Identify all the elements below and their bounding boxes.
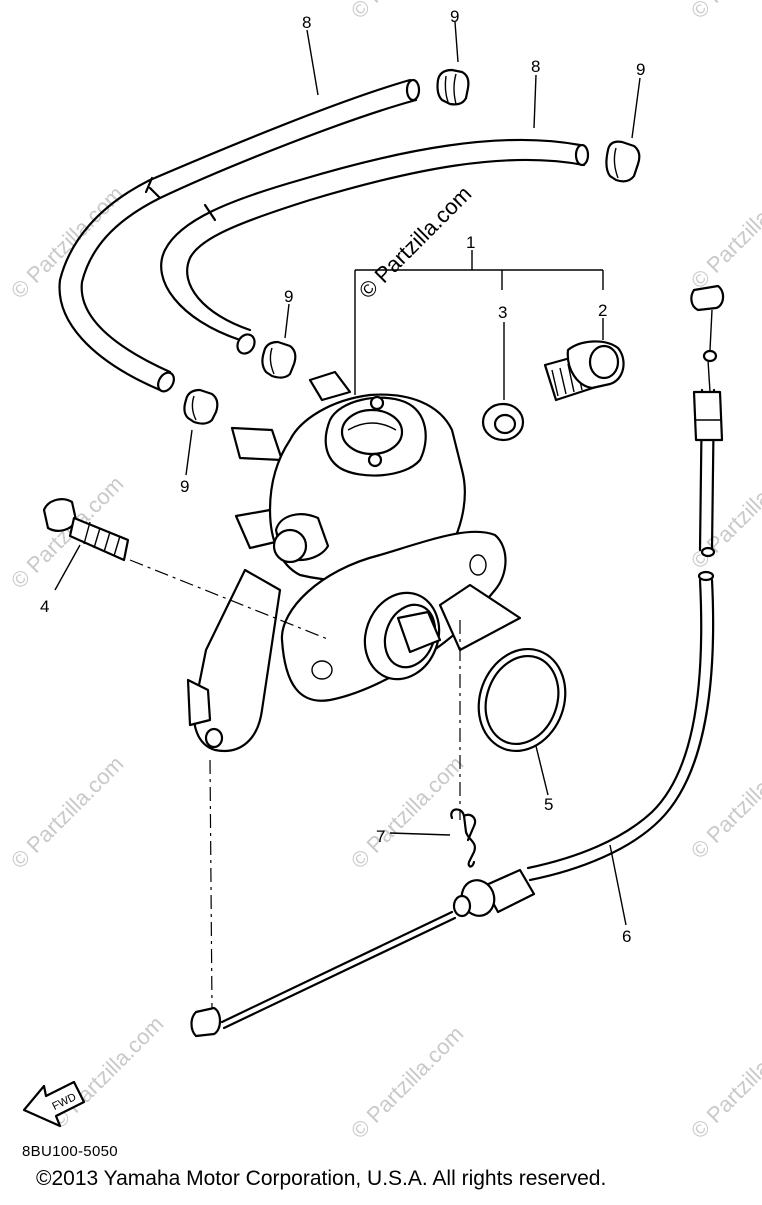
washer-3[interactable] <box>481 402 525 442</box>
callout-9-lower: 9 <box>180 477 189 496</box>
diagram-part-code: 8BU100-5050 <box>22 1143 118 1160</box>
fuel-cock-assembly[interactable] <box>186 370 522 753</box>
copyright-notice: ©2013 Yamaha Motor Corporation, U.S.A. A… <box>36 1167 607 1190</box>
callout-5: 5 <box>544 795 553 814</box>
watermark-faint-1: © Partzilla.com <box>6 181 129 304</box>
callout-9-top: 9 <box>450 7 459 26</box>
watermark-faint-9: © Partzilla.com <box>686 451 762 574</box>
watermark-faint-11: © Partzilla.com <box>686 1021 762 1144</box>
callout-7: 7 <box>376 827 385 846</box>
fuel-hose-8-right[interactable] <box>160 138 590 357</box>
hose-clamp-9-lower[interactable] <box>183 388 219 425</box>
bolt-4[interactable] <box>42 498 130 562</box>
fuel-hose-8-left[interactable] <box>58 78 421 394</box>
leader-lines <box>54 21 641 1011</box>
watermark-main: © Partzilla.com <box>354 181 477 304</box>
clip-7[interactable] <box>450 808 477 868</box>
hose-clamp-9-top[interactable] <box>436 68 470 106</box>
callout-8-left: 8 <box>302 13 311 32</box>
hose-clamp-9-right[interactable] <box>605 140 641 183</box>
watermark-faint-6: © Partzilla.com <box>346 751 469 874</box>
watermark-faint-3: © Partzilla.com <box>6 751 129 874</box>
callout-9-right: 9 <box>636 60 645 79</box>
bolt-2[interactable] <box>543 340 625 402</box>
o-ring-5[interactable] <box>465 637 580 763</box>
forward-arrow-icon: FWD <box>22 1080 86 1128</box>
watermark-faint-13: © Partzilla.com <box>686 0 762 24</box>
watermark-faint-10: © Partzilla.com <box>686 741 762 864</box>
callout-6: 6 <box>622 927 631 946</box>
cable-6[interactable] <box>190 284 725 1038</box>
watermark-faint-8: © Partzilla.com <box>686 171 762 294</box>
callout-1: 1 <box>466 233 475 252</box>
hose-clamp-9-middle[interactable] <box>261 340 297 379</box>
watermark-faint-4: © Partzilla.com <box>46 1011 169 1134</box>
callout-9-middle: 9 <box>284 287 293 306</box>
callout-8-right: 8 <box>531 57 540 76</box>
watermark-faint-7: © Partzilla.com <box>346 1021 469 1144</box>
callout-2: 2 <box>598 301 607 320</box>
callout-4: 4 <box>40 597 49 616</box>
callout-3: 3 <box>498 303 507 322</box>
